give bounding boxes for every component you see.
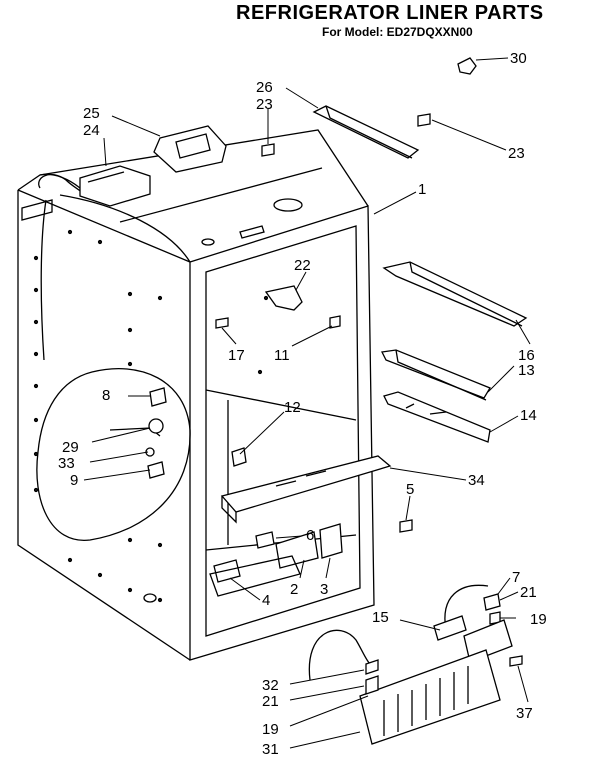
callout-9: 9 bbox=[70, 472, 78, 489]
callout-7: 7 bbox=[512, 569, 520, 586]
callout-15: 15 bbox=[372, 609, 389, 626]
callout-25: 25 bbox=[83, 105, 100, 122]
callout-33: 33 bbox=[58, 455, 75, 472]
callout-4: 4 bbox=[262, 592, 270, 609]
leader-lines bbox=[83, 57, 531, 749]
top-parts bbox=[79, 57, 477, 207]
callout-22: 22 bbox=[294, 257, 311, 274]
callout-23-top: 23 bbox=[256, 96, 273, 113]
callout-8: 8 bbox=[102, 387, 110, 404]
side-wall-holes bbox=[33, 229, 269, 603]
callout-5: 5 bbox=[406, 481, 414, 498]
page-title: REFRIGERATOR LINER PARTS bbox=[236, 2, 544, 24]
callout-3: 3 bbox=[320, 581, 328, 598]
callout-21-right: 21 bbox=[520, 584, 537, 601]
callout-21-left: 21 bbox=[262, 693, 279, 710]
callout-13: 13 bbox=[518, 362, 535, 379]
callout-26: 26 bbox=[256, 79, 273, 96]
callout-14: 14 bbox=[520, 407, 537, 424]
callout-12: 12 bbox=[284, 399, 301, 416]
callout-34: 34 bbox=[468, 472, 485, 489]
callout-16: 16 bbox=[518, 347, 535, 364]
callout-2: 2 bbox=[290, 581, 298, 598]
callout-19-right: 19 bbox=[530, 611, 547, 628]
interior-parts bbox=[145, 285, 413, 597]
callout-19-left: 19 bbox=[262, 721, 279, 738]
callout-17: 17 bbox=[228, 347, 245, 364]
callout-11: 11 bbox=[274, 347, 290, 364]
callout-32: 32 bbox=[262, 677, 279, 694]
callout-30: 30 bbox=[510, 50, 527, 67]
right-rails bbox=[381, 261, 528, 443]
callout-31: 31 bbox=[262, 741, 279, 758]
callout-6: 6 bbox=[306, 527, 314, 544]
callout-1: 1 bbox=[418, 181, 426, 198]
water-parts bbox=[308, 584, 523, 745]
callout-37: 37 bbox=[516, 705, 533, 722]
model-subtitle: For Model: ED27DQXXN00 bbox=[322, 25, 473, 39]
callout-23-right: 23 bbox=[508, 145, 525, 162]
callout-29: 29 bbox=[62, 439, 79, 456]
callout-24: 24 bbox=[83, 122, 100, 139]
callout-labels: 30 26 23 25 24 23 1 22 17 11 16 13 8 12 … bbox=[58, 50, 547, 758]
